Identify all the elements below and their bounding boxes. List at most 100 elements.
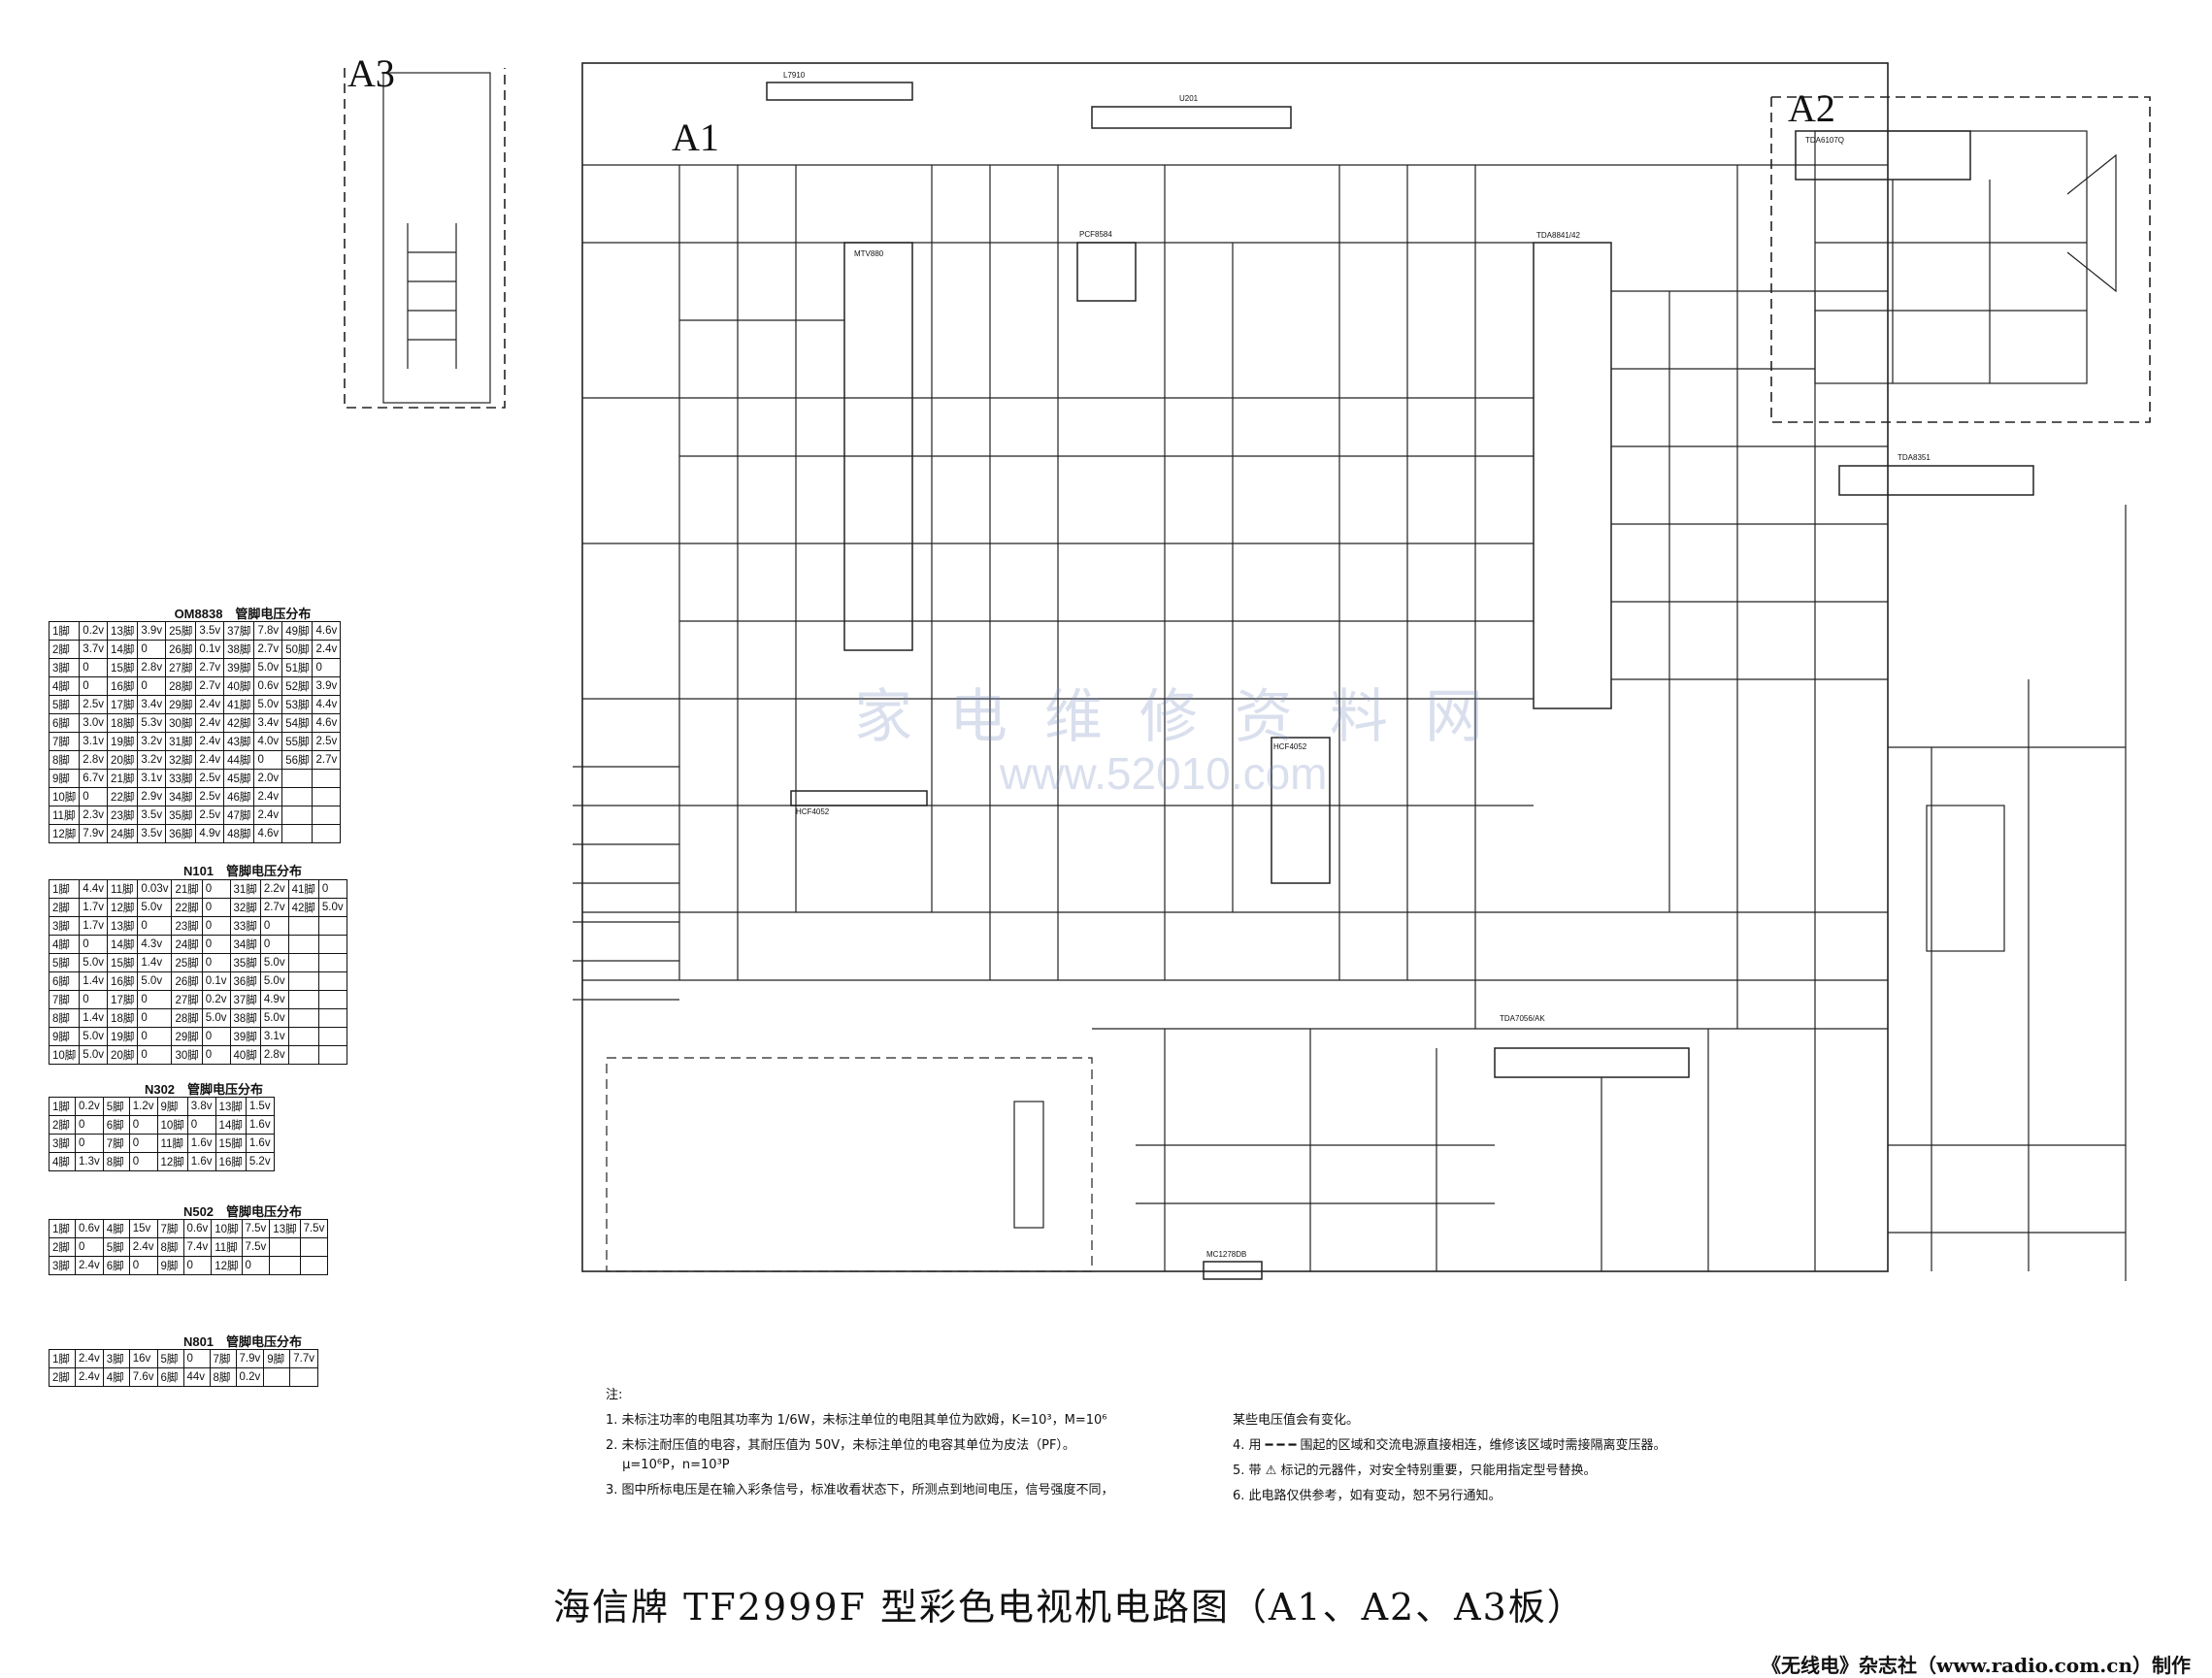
- pin-label-cell: 1脚: [49, 1219, 76, 1238]
- pin-voltage-cell: 0: [182, 1256, 213, 1275]
- pin-voltage-cell: 0: [317, 879, 347, 899]
- pin-voltage-cell: 5.0v: [317, 898, 347, 917]
- pin-label-cell: 3脚: [102, 1349, 130, 1368]
- pin-voltage-cell: 5.0v: [79, 1027, 109, 1046]
- pin-voltage-cell: [317, 1008, 347, 1028]
- pin-voltage-cell: 4.4v: [79, 879, 109, 899]
- pin-label-cell: 1脚: [48, 879, 81, 899]
- pin-label-cell: 10脚: [48, 787, 81, 806]
- pin-voltage-cell: 0: [312, 658, 342, 677]
- pin-label-cell: 37脚: [229, 990, 261, 1009]
- pin-label-cell: [287, 1045, 319, 1065]
- pin-voltage-cell: 1.5v: [245, 1097, 275, 1116]
- pin-label-cell: 41脚: [287, 879, 319, 899]
- pin-voltage-cell: 5.0v: [253, 658, 283, 677]
- pin-voltage-cell: 0: [137, 640, 167, 659]
- pin-voltage-cell: 2.7v: [195, 676, 225, 696]
- pin-voltage-cell: 4.9v: [195, 824, 225, 843]
- pin-label-cell: 3脚: [49, 1134, 76, 1153]
- pin-label-cell: [287, 971, 319, 991]
- pin-label-cell: 34脚: [229, 935, 261, 954]
- pin-label-cell: 23脚: [107, 806, 139, 825]
- pin-label-cell: 4脚: [102, 1219, 130, 1238]
- pin-label-cell: 51脚: [281, 658, 314, 677]
- pin-voltage-cell: 0.6v: [182, 1219, 213, 1238]
- pin-label-cell: 2脚: [49, 1115, 76, 1135]
- notes-left: 注: 1. 未标注功率的电阻其功率为 1/6W，未标注单位的电阻其单位为欧姆，K…: [606, 1386, 1114, 1500]
- pin-voltage-cell: 2.4v: [312, 640, 342, 659]
- pin-voltage-cell: 7.8v: [253, 621, 283, 641]
- pin-label-cell: 20脚: [107, 1045, 139, 1065]
- pin-voltage-cell: 2.5v: [195, 806, 225, 825]
- pin-voltage-cell: 1.2v: [128, 1097, 158, 1116]
- pin-label-cell: 8脚: [48, 750, 81, 770]
- ic-label-pcf: PCF8584: [1079, 230, 1112, 239]
- pin-label-cell: 10脚: [48, 1045, 81, 1065]
- pin-label-cell: 13脚: [107, 621, 139, 641]
- pin-voltage-cell: 1.4v: [137, 953, 173, 972]
- pin-voltage-cell: 0: [201, 953, 231, 972]
- pin-label-cell: [281, 806, 314, 825]
- pin-voltage-cell: 7.5v: [241, 1237, 271, 1257]
- pin-voltage-cell: 2.4v: [75, 1256, 104, 1275]
- pin-voltage-cell: 2.7v: [195, 658, 225, 677]
- pin-label-cell: 26脚: [165, 640, 197, 659]
- pin-label-cell: 4脚: [49, 1152, 76, 1171]
- pin-label-cell: [287, 935, 319, 954]
- ic-label-u201: U201: [1179, 94, 1199, 103]
- om8838-table-title: OM8838 管脚电压分布: [174, 607, 312, 621]
- pin-label-cell: 9脚: [48, 1027, 81, 1046]
- pin-voltage-cell: 16v: [128, 1349, 158, 1368]
- pin-voltage-cell: 3.9v: [312, 676, 342, 696]
- board-label-a1: A1: [672, 115, 719, 159]
- pin-label-cell: 11脚: [156, 1134, 188, 1153]
- pin-label-cell: 9脚: [48, 769, 81, 788]
- ic-label-n1001: HCF4052: [796, 807, 830, 816]
- pin-voltage-cell: 5.0v: [201, 1008, 231, 1028]
- pin-voltage-cell: 4.0v: [253, 732, 283, 751]
- page-title: 海信牌 TF2999F 型彩色电视机电路图（A1、A2、A3板）: [553, 1586, 1586, 1629]
- ic-label-n302: HCF4052: [1273, 742, 1307, 751]
- pin-label-cell: 6脚: [48, 971, 81, 991]
- notes-right: 某些电压值会有变化。 4. 用 ━ ━ ━ 围起的区域和交流电源直接相连，维修该…: [1233, 1411, 1667, 1506]
- pin-label-cell: 48脚: [223, 824, 255, 843]
- pin-voltage-cell: 3.5v: [137, 824, 167, 843]
- pin-voltage-cell: 0: [137, 990, 173, 1009]
- pin-label-cell: [281, 769, 314, 788]
- pin-label-cell: 28脚: [165, 676, 197, 696]
- pin-label-cell: 14脚: [107, 935, 139, 954]
- pin-label-cell: 38脚: [229, 1008, 261, 1028]
- pin-label-cell: 32脚: [165, 750, 197, 770]
- pin-voltage-cell: 5.0v: [259, 971, 289, 991]
- pin-voltage-cell: 0: [137, 676, 167, 696]
- pin-voltage-cell: 44v: [182, 1367, 211, 1387]
- board-label-a2: A2: [1788, 86, 1835, 130]
- pin-voltage-cell: 2.8v: [259, 1045, 289, 1065]
- pin-label-cell: 30脚: [165, 713, 197, 733]
- pin-label-cell: 29脚: [171, 1027, 203, 1046]
- pin-label-cell: 50脚: [281, 640, 314, 659]
- pin-voltage-cell: 7.6v: [128, 1367, 158, 1387]
- pin-voltage-cell: 3.4v: [253, 713, 283, 733]
- ic-label-n502: MC1278DB: [1206, 1250, 1247, 1259]
- n801-table-title: N801 管脚电压分布: [182, 1334, 303, 1349]
- pin-voltage-cell: 2.4v: [195, 732, 225, 751]
- pin-voltage-cell: 0: [79, 990, 109, 1009]
- pin-voltage-cell: 3.8v: [186, 1097, 216, 1116]
- pin-voltage-cell: 0: [201, 916, 231, 936]
- pin-label-cell: 15脚: [215, 1134, 247, 1153]
- pin-label-cell: [287, 953, 319, 972]
- pin-voltage-cell: 1.6v: [186, 1152, 216, 1171]
